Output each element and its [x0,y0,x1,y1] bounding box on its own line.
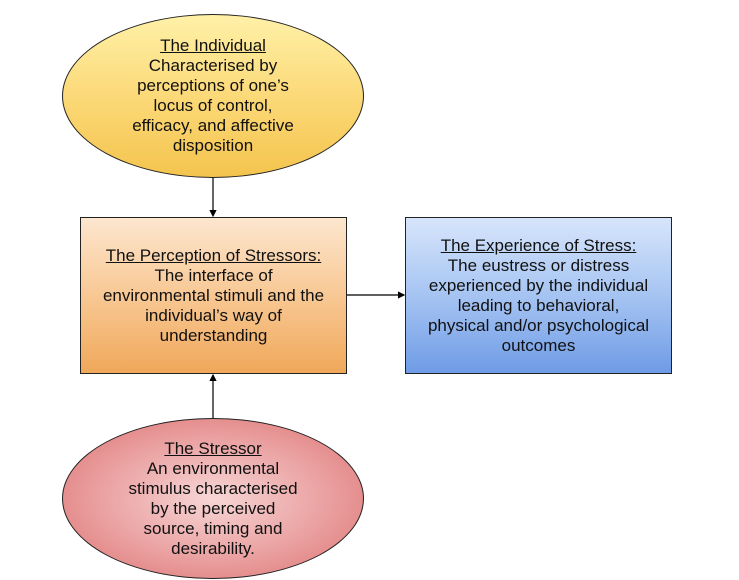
node-text-line: source, timing and [143,518,283,538]
node-text-line: by the perceived [150,498,276,518]
node-title: The Perception of Stressors: [105,245,322,265]
node-title: The Experience of Stress: [440,235,637,255]
node-text-line: leading to behavioral, [457,295,620,315]
node-title: The Individual [160,36,266,55]
node-text-line: individual’s way of [145,305,282,325]
node-title: The Stressor [164,438,262,458]
node-text-line: outcomes [501,335,576,355]
node-text-line: The interface of [154,265,273,285]
node-text-line: environmental stimuli and the [102,285,325,305]
node-text-line: stimulus characterised [128,478,298,498]
node-perception-of-stressors: The Perception of Stressors: The interfa… [80,217,347,374]
node-text-line: locus of control, [153,96,273,115]
node-the-individual: The Individual Characterised by percepti… [62,14,364,178]
node-text-line: experienced by the individual [428,275,649,295]
node-text-line: physical and/or psychological [427,315,650,335]
node-text-line: The eustress or distress [447,255,630,275]
node-the-stressor: The Stressor An environmental stimulus c… [62,418,364,579]
node-text-line: Characterised by [148,56,278,75]
node-text-line: desirability. [171,538,255,558]
node-experience-of-stress: The Experience of Stress: The eustress o… [405,217,672,374]
node-text-line: An environmental [146,458,280,478]
node-text-line: disposition [172,136,254,155]
node-text-line: understanding [159,325,268,345]
node-text-line: efficacy, and affective [132,116,294,135]
node-text-line: perceptions of one’s [137,76,289,95]
